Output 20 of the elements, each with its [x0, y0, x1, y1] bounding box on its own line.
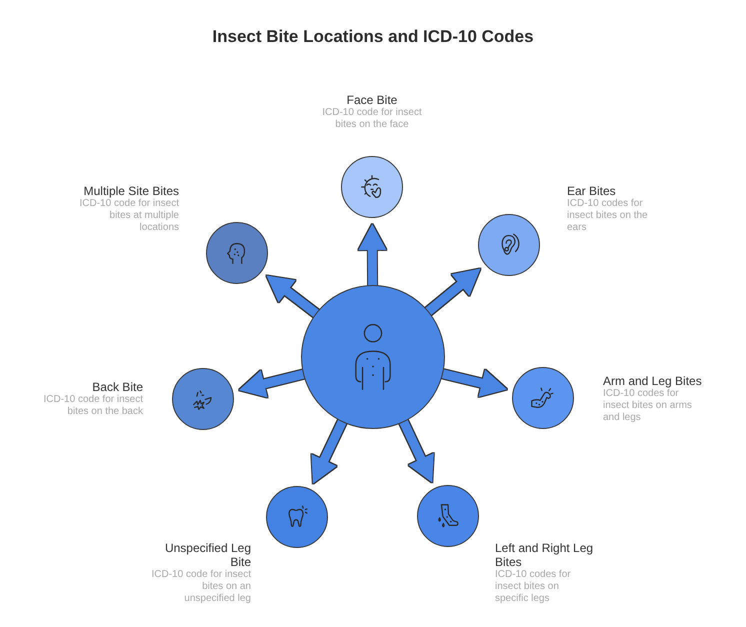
diagram-title: Insect Bite Locations and ICD-10 Codes	[212, 27, 534, 47]
node-title: Face Bite	[346, 93, 398, 107]
node-description: ICD-10 codes for insect bites on specific legs	[495, 569, 572, 605]
arrow	[358, 224, 386, 288]
node-description: ICD-10 codes for insect bites on the ears	[567, 198, 649, 234]
node-description: ICD-10 codes for insect bites on arms and legs	[603, 388, 693, 424]
node-description: ICD-10 code for insect bites on an unspecified leg	[150, 569, 251, 605]
node-title: Ear Bites	[567, 184, 617, 198]
node-title: Arm and Leg Bites	[603, 374, 703, 388]
node-description: ICD-10 code for insect bites on the face	[322, 107, 422, 131]
node-title: Multiple Site Bites	[82, 184, 179, 198]
arrow	[440, 369, 508, 397]
node-title: Back Bite	[91, 380, 143, 394]
node-description: ICD-10 code for insect bites on the back	[42, 394, 143, 418]
arrow	[238, 369, 306, 398]
arrow	[308, 418, 348, 486]
node-description: ICD-10 code for insect bites at multiple locations	[78, 198, 179, 234]
arrow	[398, 418, 436, 484]
node-title: Left and Right Leg Bites	[495, 541, 594, 569]
node-title: Unspecified Leg Bite	[164, 541, 251, 569]
